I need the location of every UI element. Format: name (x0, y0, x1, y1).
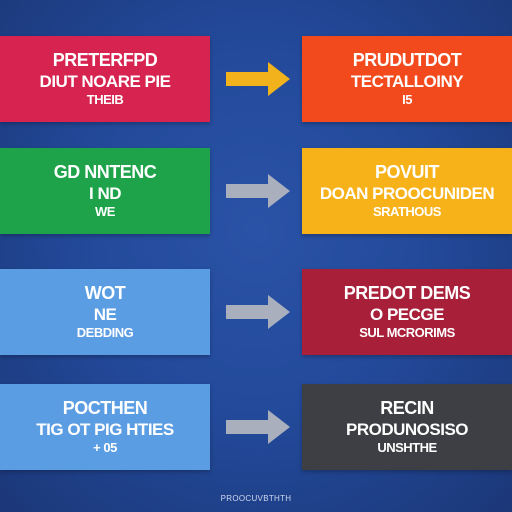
right-box-1-line-3: I5 (402, 92, 412, 108)
left-box-3: WOT NE DEBDING (0, 269, 210, 355)
right-box-4-line-3: UNSHTHE (377, 440, 437, 456)
right-box-2-line-2: DOAN PROOCUNIDEN (319, 183, 495, 203)
left-box-4-line-3: + 05 (93, 440, 117, 456)
left-box-3-line-2: NE (93, 304, 117, 324)
left-box-2-line-2: I ND (89, 183, 122, 203)
arrow-right-icon (226, 172, 292, 210)
left-box-1-line-2: DIUT NOARE PIE (39, 71, 171, 91)
left-box-2-line-1: GD NNTENC (53, 162, 157, 183)
right-box-3-line-1: PREDOT DEMS (343, 283, 471, 304)
left-box-1-line-3: THEIB (86, 92, 124, 108)
left-box-1-line-1: PRETERFPD (52, 50, 158, 71)
right-box-1-line-1: PRUDUTDOT (352, 50, 462, 71)
right-box-1: PRUDUTDOT TECTALLOINY I5 (302, 36, 512, 122)
right-box-3: PREDOT DEMS O PECGE SUL MCRORIMS (302, 269, 512, 355)
right-box-4-line-2: PRODUNOSISO (345, 419, 469, 439)
left-box-4-line-1: POCTHEN (62, 398, 148, 419)
left-box-4: POCTHEN TIG OT PIG HTIES + 05 (0, 384, 210, 470)
arrow-right-icon (226, 60, 292, 98)
right-box-4-line-1: RECIN (380, 398, 434, 419)
left-box-2: GD NNTENC I ND WE (0, 148, 210, 234)
right-box-4: RECIN PRODUNOSISO UNSHTHE (302, 384, 512, 470)
right-box-3-line-2: O PECGE (370, 304, 444, 324)
right-box-1-line-2: TECTALLOINY (350, 71, 464, 91)
footer-caption: PROOCUVBTHTH (220, 494, 292, 503)
left-box-4-line-2: TIG OT PIG HTIES (36, 419, 174, 439)
right-box-3-line-3: SUL MCRORIMS (359, 325, 455, 341)
left-box-3-line-3: DEBDING (76, 325, 134, 341)
left-box-1: PRETERFPD DIUT NOARE PIE THEIB (0, 36, 210, 122)
left-box-3-line-1: WOT (84, 283, 126, 304)
right-box-2: POVUIT DOAN PROOCUNIDEN SRATHOUS (302, 148, 512, 234)
arrow-right-icon (226, 293, 292, 331)
arrow-right-icon (226, 408, 292, 446)
right-box-2-line-1: POVUIT (374, 162, 440, 183)
left-box-2-line-3: WE (95, 204, 115, 220)
right-box-2-line-3: SRATHOUS (373, 204, 441, 220)
